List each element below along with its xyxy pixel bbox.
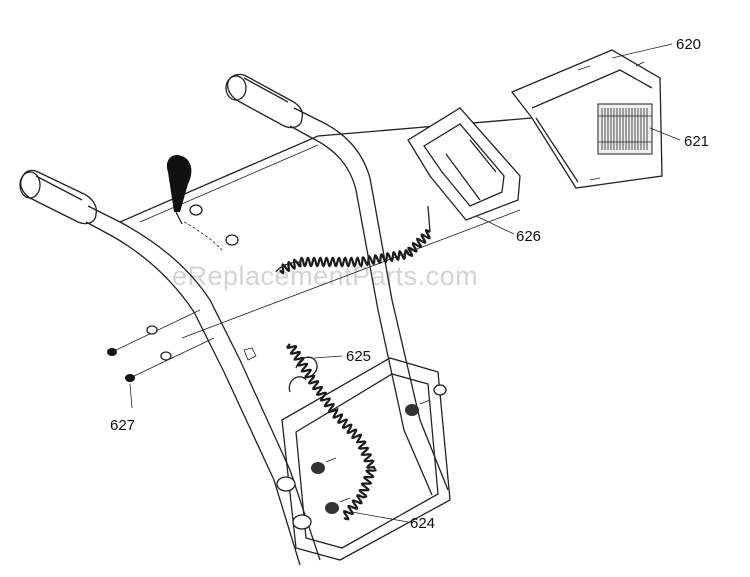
right-handle <box>225 73 449 496</box>
lower-bracket <box>276 357 451 561</box>
lamp-bracket <box>407 107 521 221</box>
label-625: 625 <box>346 348 371 365</box>
shift-lever <box>166 154 239 251</box>
lamp-wire <box>275 205 431 275</box>
label-626: 626 <box>516 228 541 245</box>
label-620: 620 <box>676 36 701 53</box>
hex-bolts <box>107 309 215 382</box>
label-627: 627 <box>110 417 135 434</box>
leader-lines <box>129 43 681 523</box>
label-621: 621 <box>684 133 709 150</box>
headlight-lens <box>597 103 653 155</box>
wiring-harness <box>286 343 377 521</box>
label-624: 624 <box>410 515 435 532</box>
left-handle <box>19 169 321 566</box>
cable-clip <box>288 356 318 393</box>
